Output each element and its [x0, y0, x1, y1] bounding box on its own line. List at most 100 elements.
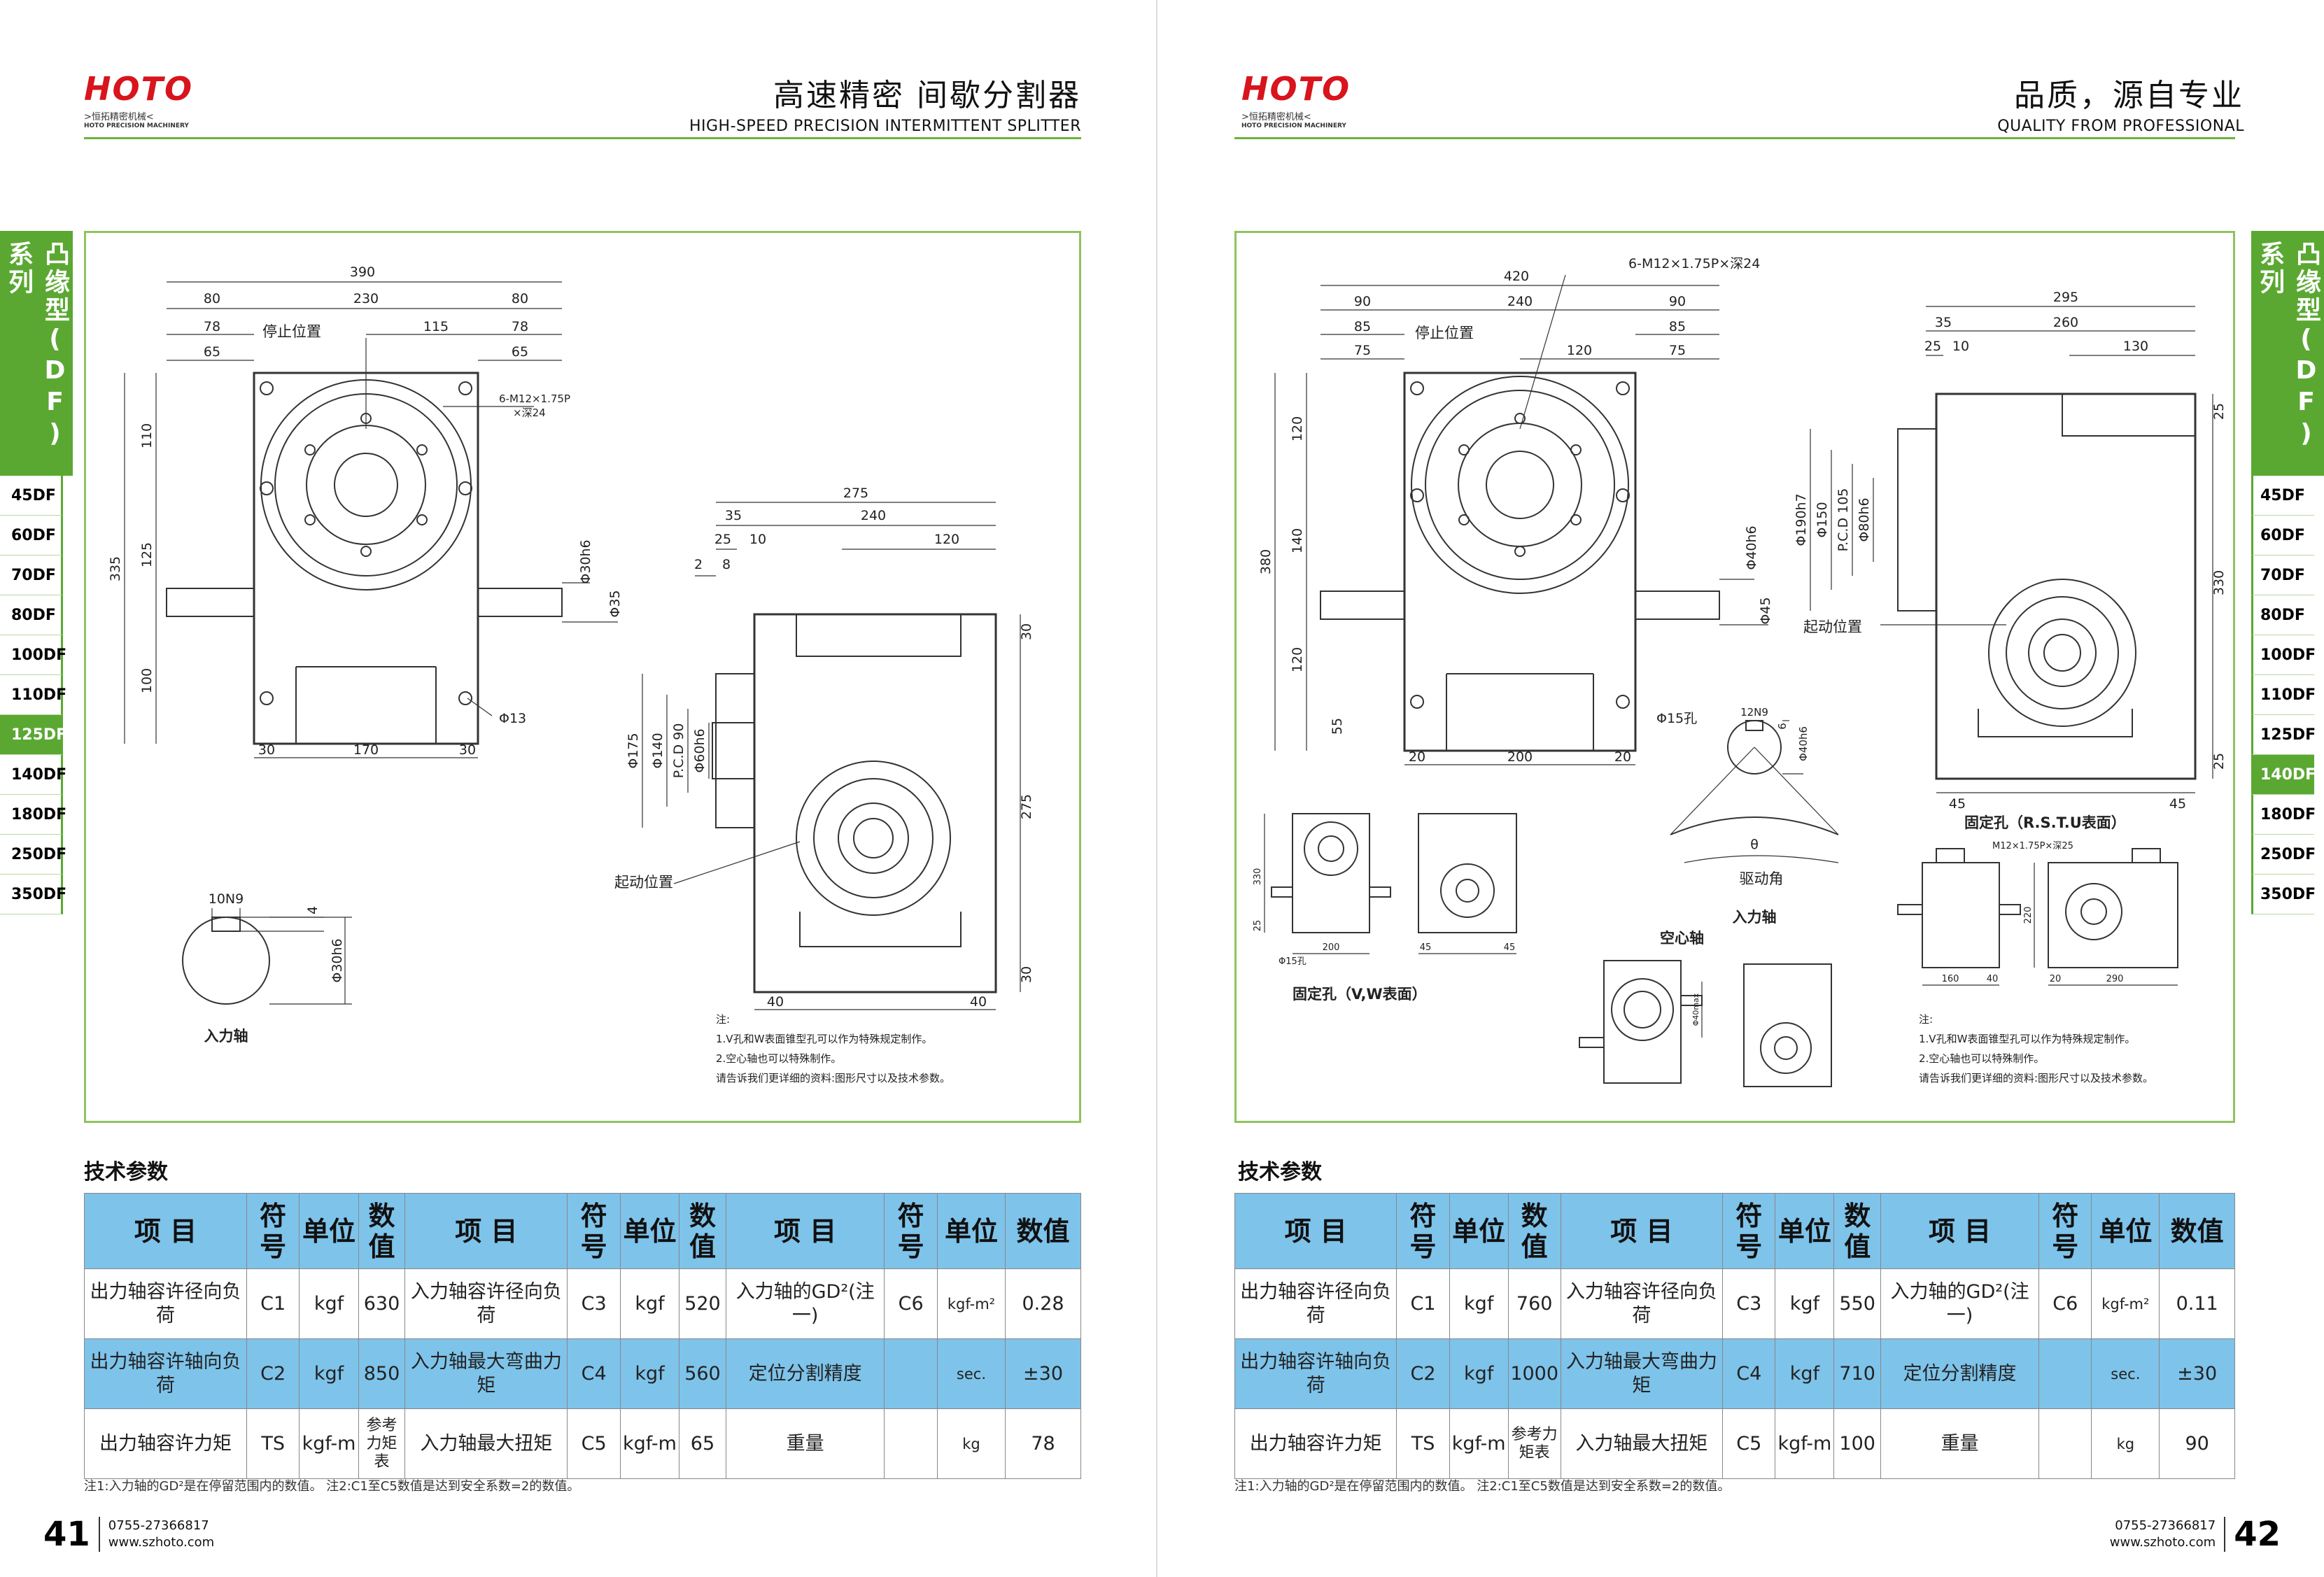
- table-cell: 0.28: [1005, 1268, 1081, 1339]
- series-item-180df[interactable]: 180DF: [2251, 795, 2316, 835]
- label-thread: 6-M12×1.75P×深24: [1628, 256, 1760, 271]
- table-cell: sec.: [936, 1338, 1006, 1409]
- dim-120b: 120: [1290, 647, 1305, 672]
- fix-rstu-labels: 固定孔（R.S.T.U表面） M12×1.75P×深25 160 40 220 …: [1942, 814, 2126, 984]
- dim-hole-15: Φ15孔: [1656, 711, 1697, 726]
- dim-30a: 30: [258, 742, 275, 758]
- series-item-125df[interactable]: 125DF: [2251, 715, 2316, 755]
- page-footer: 0755-27366817 www.szhoto.com 42: [2110, 1515, 2281, 1554]
- series-item-80df[interactable]: 80DF: [0, 595, 63, 635]
- table-header: 单位: [936, 1193, 1006, 1269]
- fix-rstu-views: [1897, 848, 2178, 986]
- label-thread-depth: ×深24: [513, 406, 546, 419]
- drive-angle-detail: [1670, 720, 1839, 863]
- table-header: 单位: [2091, 1193, 2160, 1269]
- series-item-140df[interactable]: 140DF: [2251, 755, 2316, 795]
- series-item-250df[interactable]: 250DF: [2251, 835, 2316, 875]
- dim-45: Φ45: [1758, 597, 1773, 624]
- dim-12n9: 12N9: [1740, 706, 1768, 719]
- dim-30-bottom-right: 30: [1019, 966, 1034, 983]
- table-header: 数值: [1833, 1193, 1882, 1269]
- mini-dim-220: 220: [2023, 907, 2034, 924]
- table-cell: kgf: [1775, 1338, 1835, 1409]
- table-footnote: 注1:入力轴的GD²是在停留范围内的数值。 注2:C1至C5数值是达到安全系数=…: [84, 1479, 580, 1494]
- series-item-70df[interactable]: 70DF: [2251, 556, 2314, 595]
- header-rule: [84, 137, 1081, 139]
- series-item-140df[interactable]: 140DF: [0, 755, 66, 795]
- front-view: [124, 281, 618, 758]
- series-item-80df[interactable]: 80DF: [2251, 595, 2314, 635]
- series-item-45df[interactable]: 45DF: [2251, 476, 2314, 516]
- dim-330-right: 330: [2211, 570, 2227, 595]
- series-item-70df[interactable]: 70DF: [0, 556, 63, 595]
- table-cell: 重量: [725, 1408, 885, 1479]
- series-item-100df[interactable]: 100DF: [0, 635, 66, 675]
- series-item-60df[interactable]: 60DF: [0, 516, 63, 556]
- note-line: 2.空心轴也可以特殊制作。: [1919, 1052, 2045, 1065]
- series-item-180df[interactable]: 180DF: [0, 795, 66, 835]
- table-footnote: 注1:入力轴的GD²是在停留范围内的数值。 注2:C1至C5数值是达到安全系数=…: [1234, 1479, 1731, 1494]
- table-cell: 入力轴的GD²(注一): [1880, 1268, 2040, 1339]
- table-cell: kgf-m: [299, 1408, 359, 1479]
- table-cell: 78: [1005, 1408, 1081, 1479]
- mini-dim-20: 20: [2050, 974, 2062, 984]
- mini-dim-330: 330: [1253, 868, 1263, 886]
- table-cell: kg: [936, 1408, 1006, 1479]
- dim-80h6: Φ80h6: [1857, 497, 1872, 542]
- table-header: 单位: [1775, 1193, 1835, 1269]
- series-item-350df[interactable]: 350DF: [0, 875, 66, 914]
- table-header: 项 目: [84, 1193, 247, 1269]
- table-cell: 入力轴最大扭矩: [1560, 1408, 1724, 1479]
- page-title-cn: 高速精密 间歇分割器: [773, 78, 1081, 113]
- series-item-110df[interactable]: 110DF: [2251, 675, 2316, 715]
- series-item-125df[interactable]: 125DF: [0, 715, 66, 755]
- page-title: 高速精密 间歇分割器 HIGH-SPEED PRECISION INTERMIT…: [689, 70, 1081, 135]
- table-header: 数值: [1005, 1193, 1081, 1269]
- table-cell: 65: [679, 1408, 726, 1479]
- table-cell: C6: [2038, 1268, 2092, 1339]
- table-cell: 入力轴最大扭矩: [404, 1408, 568, 1479]
- label-theta: θ: [1750, 837, 1759, 852]
- table-cell: C2: [1396, 1338, 1450, 1409]
- logo-cn: >恒拓精密机械<: [1241, 112, 1311, 122]
- table-cell: 出力轴容许力矩: [1234, 1408, 1397, 1479]
- series-item-350df[interactable]: 350DF: [2251, 875, 2316, 914]
- table-cell: 参考力矩表: [1507, 1408, 1561, 1479]
- left-page: HOTO >恒拓精密机械< HOTO PRECISION MACHINERY 高…: [0, 0, 1157, 1577]
- table-cell: 出力轴容许轴向负荷: [84, 1338, 247, 1409]
- dim-275: 275: [843, 486, 868, 501]
- technical-drawing: 390 80 230 80 78 115 78 65 65 停止位置 6-M12…: [84, 231, 1081, 1123]
- table-cell: 重量: [1880, 1408, 2040, 1479]
- series-item-110df[interactable]: 110DF: [0, 675, 66, 715]
- table-cell: [884, 1338, 938, 1409]
- table-header: 数值: [1507, 1193, 1561, 1269]
- dim-80a: 80: [204, 291, 220, 306]
- series-item-100df[interactable]: 100DF: [2251, 635, 2316, 675]
- side-view: [642, 502, 1021, 1010]
- series-item-250df[interactable]: 250DF: [0, 835, 66, 875]
- table-cell: 定位分割精度: [1880, 1338, 2040, 1409]
- table-header: 项 目: [725, 1193, 885, 1269]
- series-item-60df[interactable]: 60DF: [2251, 516, 2314, 556]
- hollow-shaft-views: [1579, 960, 1832, 1087]
- table-cell: kgf-m: [1449, 1408, 1509, 1479]
- note-line: 请告诉我们更详细的资料:图形尺寸以及技术参数。: [716, 1072, 951, 1084]
- series-item-45df[interactable]: 45DF: [0, 476, 63, 516]
- side-view: [1810, 306, 2213, 793]
- dim-100: 100: [139, 668, 155, 693]
- table-cell: 0.11: [2159, 1268, 2235, 1339]
- page-number: 41: [43, 1515, 90, 1554]
- table-header: 符号: [884, 1193, 938, 1269]
- dim-40a: 40: [767, 994, 784, 1010]
- mini-dim-hole: Φ15孔: [1279, 956, 1307, 967]
- dim-30b: 30: [459, 742, 476, 758]
- table-cell: C2: [246, 1338, 300, 1409]
- page-number: 42: [2234, 1515, 2281, 1554]
- table-cell: kgf-m: [619, 1408, 680, 1479]
- page-title-cn: 品质，源自专业: [2014, 78, 2244, 113]
